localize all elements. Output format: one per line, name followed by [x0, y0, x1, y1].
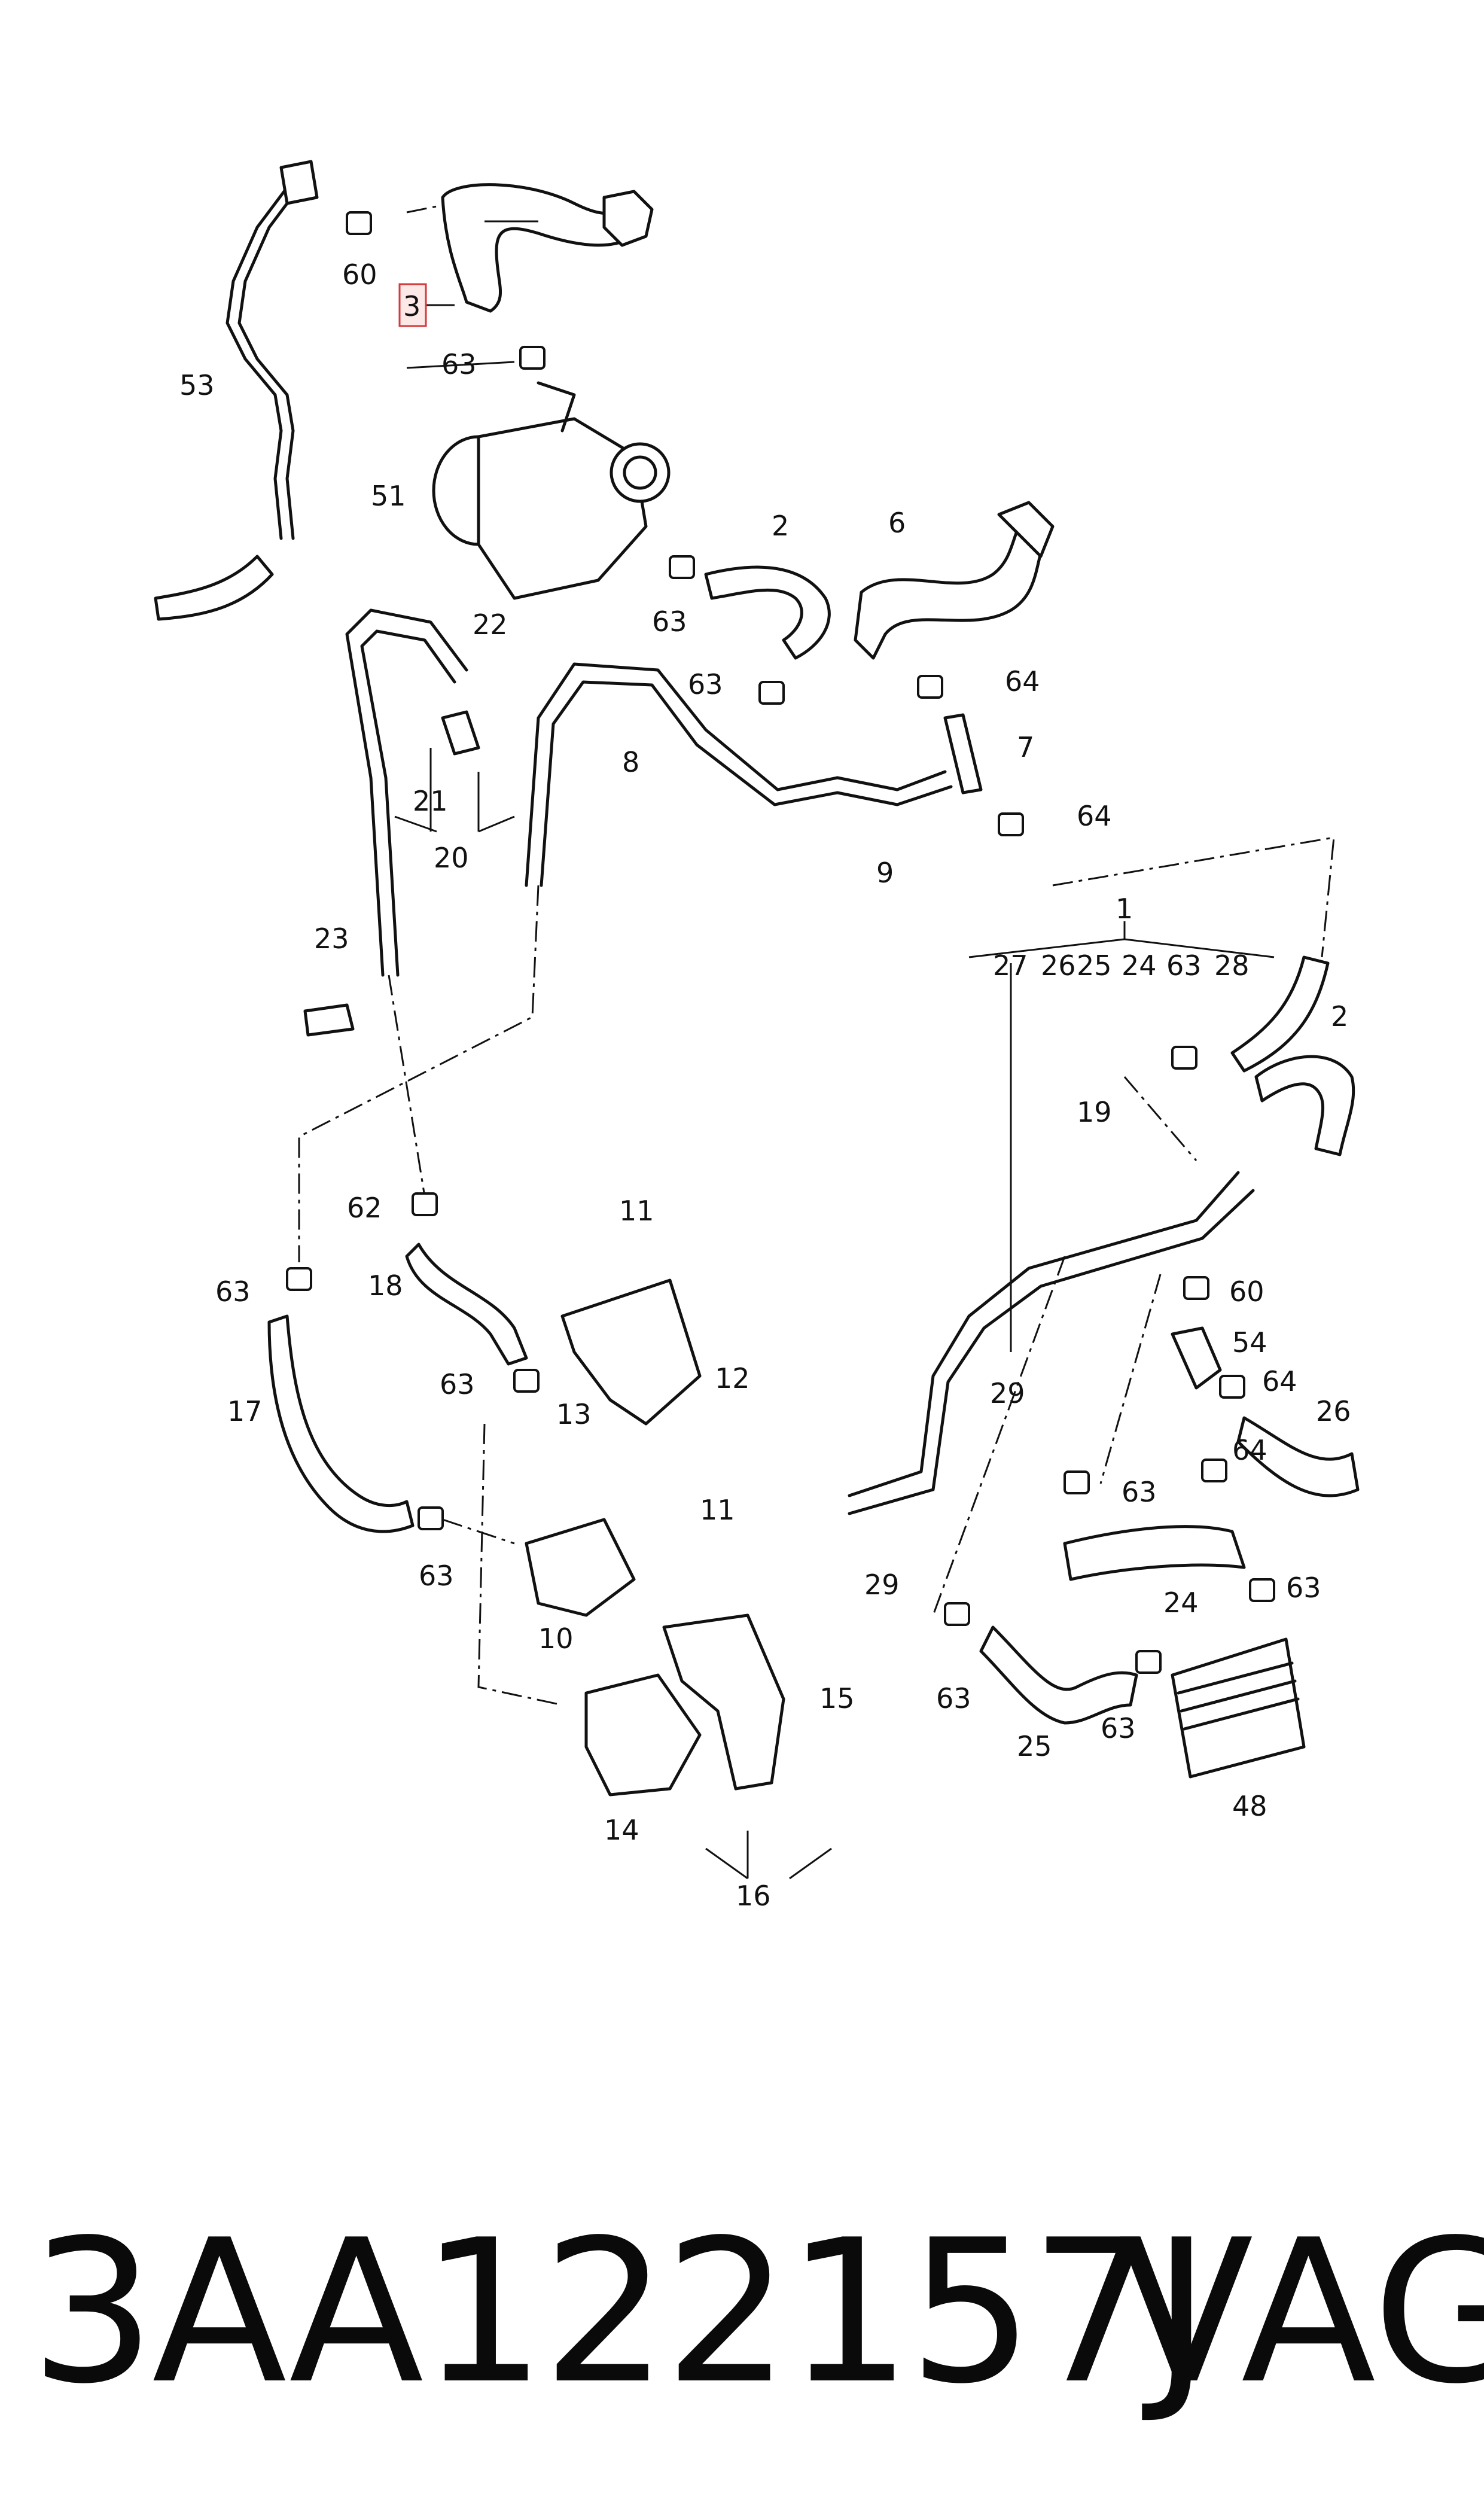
callout-63: 63 — [215, 1275, 251, 1308]
callout-18: 18 — [368, 1269, 403, 1302]
clamps-lower — [286, 1046, 1275, 1674]
callout-25: 25 — [1077, 949, 1112, 982]
callout-9: 8 — [622, 746, 639, 778]
callout-63: 63 — [1166, 949, 1202, 982]
callout-63: 63 — [440, 1368, 475, 1400]
brand-label: VAG — [1119, 2197, 1484, 2427]
part-number: 3AA122157J — [30, 2197, 1211, 2427]
callout-27: 27 — [993, 949, 1028, 982]
callout-53: 53 — [179, 369, 215, 401]
callout-15: 15 — [819, 1682, 855, 1715]
callout-16: 16 — [736, 1880, 771, 1912]
hose-3 — [441, 183, 654, 313]
callout-23: 23 — [314, 922, 349, 955]
callout-64: 64 — [1262, 1365, 1297, 1397]
callout-19: 17 — [227, 1395, 263, 1427]
callout-63: 63 — [688, 668, 723, 701]
callout-26: 26 — [1041, 949, 1076, 982]
pipe-53 — [154, 160, 319, 621]
coolant-pipe-main — [303, 608, 953, 1037]
pump-51 — [432, 381, 671, 600]
callout-63: 63 — [1101, 1712, 1136, 1744]
clamps-top — [346, 211, 1024, 836]
connection-lines — [298, 205, 1335, 1706]
callouts: 3 60 53 63 51 2 63 63 6 64 7 64 22 8 21 … — [179, 258, 1351, 1912]
callout-63: 63 — [1286, 1572, 1321, 1604]
tube-7 — [943, 713, 983, 794]
callout-28: 28 — [1214, 949, 1250, 982]
callout-26: 26 — [1316, 1395, 1351, 1427]
hose-6 — [854, 501, 1055, 660]
callout-21: 21 — [413, 785, 448, 817]
callout-1: 1 — [1116, 893, 1133, 925]
callout-12: 12 — [715, 1362, 750, 1395]
callout-29: 29 — [864, 1569, 900, 1601]
callout-20: 20 — [434, 842, 469, 874]
callout-63: 63 — [652, 605, 687, 638]
callout-8: 9 — [876, 857, 894, 889]
callout-63: 63 — [936, 1682, 971, 1715]
callout-24: 24 — [1122, 949, 1157, 982]
hose-2-top — [704, 565, 831, 660]
callout-64: 64 — [1005, 665, 1040, 698]
callout-62: 62 — [347, 1192, 382, 1224]
callout-63: 63 — [441, 348, 477, 380]
callout-51: 51 — [371, 480, 406, 512]
callout-7: 7 — [1017, 731, 1034, 763]
right-group — [848, 955, 1360, 1779]
callout-11: 11 — [619, 1195, 654, 1227]
leader-lines — [394, 220, 1275, 1880]
callout-64: 64 — [1077, 800, 1112, 832]
callout-24: 24 — [1163, 1587, 1199, 1619]
callout-2: 2 — [772, 510, 789, 542]
callout-54: 54 — [1232, 1326, 1267, 1359]
callout-2: 2 — [1331, 1000, 1348, 1033]
callout-14: 14 — [604, 1814, 639, 1846]
left-lower — [267, 1243, 785, 1797]
callout-64: 64 — [1232, 1434, 1267, 1466]
callout-63: 63 — [419, 1560, 454, 1592]
callout-48: 48 — [1232, 1790, 1267, 1822]
callout-3-highlight — [398, 283, 427, 327]
callout-3: 3 — [403, 290, 420, 322]
callout-22: 22 — [473, 608, 508, 641]
callout-6: 6 — [888, 507, 906, 539]
callout-17: 19 — [1077, 1096, 1112, 1128]
callout-63: 63 — [1122, 1476, 1157, 1508]
callout-60: 60 — [342, 258, 377, 291]
callout-13: 13 — [556, 1398, 592, 1430]
callout-29: 29 — [990, 1377, 1025, 1409]
callout-10: 10 — [538, 1622, 574, 1655]
callout-11: 11 — [700, 1494, 735, 1526]
callout-60: 60 — [1229, 1275, 1264, 1308]
callout-25: 25 — [1017, 1730, 1052, 1762]
